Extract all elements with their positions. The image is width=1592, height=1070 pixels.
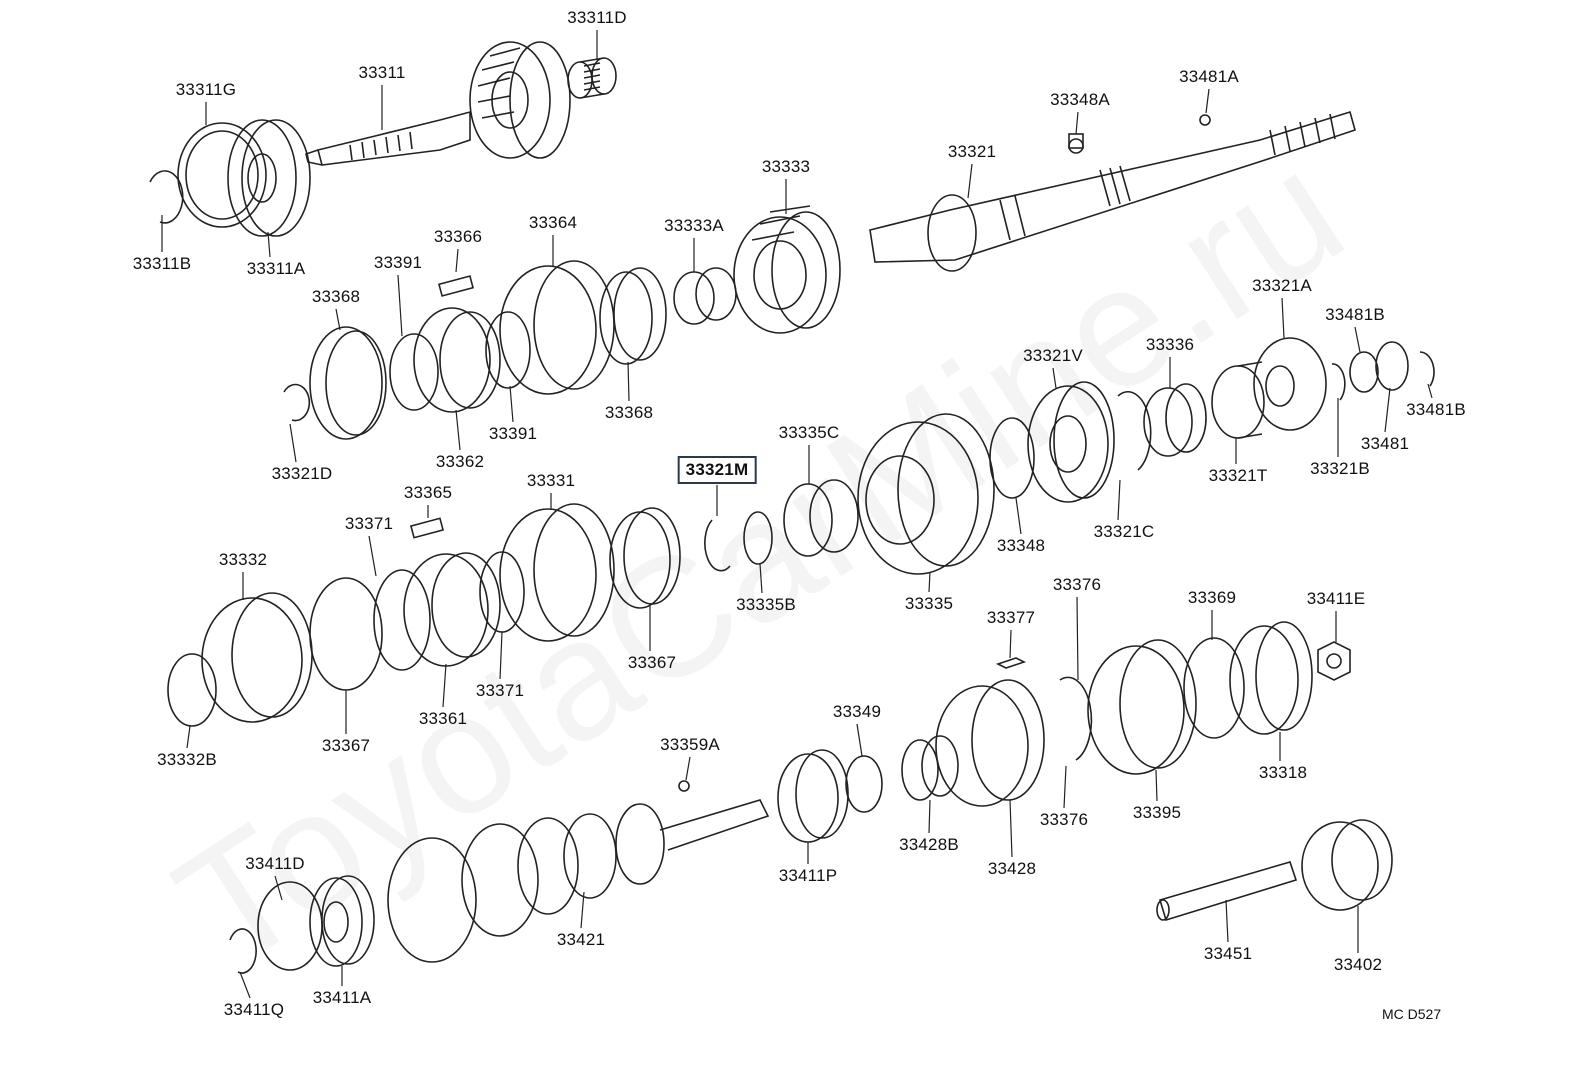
part-label-33402: 33402 bbox=[1333, 955, 1383, 974]
part-label-33391: 33391 bbox=[373, 253, 423, 272]
part-label-33369: 33369 bbox=[1187, 588, 1237, 607]
part-label-33451: 33451 bbox=[1203, 944, 1253, 963]
snap-ring-33311B bbox=[149, 170, 184, 224]
part-label-33348A: 33348A bbox=[1050, 90, 1110, 109]
part-label-33311D: 33311D bbox=[567, 8, 627, 27]
part-label-33377: 33377 bbox=[986, 608, 1036, 627]
diagram-code: MC D527 bbox=[1382, 1006, 1442, 1022]
part-label-33311A: 33311A bbox=[246, 259, 306, 278]
part-label-33366: 33366 bbox=[433, 227, 483, 246]
part-label-33368: 33368 bbox=[311, 287, 361, 306]
part-label-33362: 33362 bbox=[435, 452, 485, 471]
part-label-33321B: 33321B bbox=[1310, 459, 1370, 478]
part-label-33321T: 33321T bbox=[1208, 466, 1268, 485]
part-label-33318: 33318 bbox=[1258, 763, 1308, 782]
part-label-33371: 33371 bbox=[344, 514, 394, 533]
part-label-33333A: 33333A bbox=[664, 216, 724, 235]
synchro-row-2 bbox=[167, 413, 995, 727]
part-label-33368: 33368 bbox=[604, 403, 654, 422]
part-label-33331: 33331 bbox=[526, 471, 576, 490]
part-label-33321C: 33321C bbox=[1093, 522, 1155, 541]
part-label-33365: 33365 bbox=[403, 483, 453, 502]
part-label-33367: 33367 bbox=[627, 653, 677, 672]
part-label-33359A: 33359A bbox=[660, 735, 720, 754]
part-label-33395: 33395 bbox=[1132, 803, 1182, 822]
part-label-33349: 33349 bbox=[832, 702, 882, 721]
part-label-33411A: 33411A bbox=[312, 988, 372, 1007]
part-label-33321V: 33321V bbox=[1023, 346, 1083, 365]
part-label-33335B: 33335B bbox=[736, 595, 796, 614]
part-label-33376: 33376 bbox=[1052, 575, 1102, 594]
right-mid-cluster bbox=[989, 337, 1435, 503]
part-label-33481B: 33481B bbox=[1406, 400, 1466, 419]
part-label-33481B: 33481B bbox=[1325, 305, 1385, 324]
part-label-33391: 33391 bbox=[488, 424, 538, 443]
part-label-33481A: 33481A bbox=[1179, 67, 1239, 86]
part-label-33371: 33371 bbox=[475, 681, 525, 700]
part-label-33336: 33336 bbox=[1145, 335, 1195, 354]
part-label-33321D: 33321D bbox=[271, 464, 333, 483]
part-label-33376: 33376 bbox=[1039, 810, 1089, 829]
part-label-33428B: 33428B bbox=[899, 835, 959, 854]
part-label-33367: 33367 bbox=[321, 736, 371, 755]
leader-lines bbox=[161, 30, 1433, 999]
counter-shaft-group bbox=[229, 621, 1393, 974]
synchro-row-1 bbox=[283, 260, 667, 440]
part-label-33411P: 33411P bbox=[778, 866, 838, 885]
part-label-33411Q: 33411Q bbox=[223, 1000, 285, 1019]
part-label-33311B: 33311B bbox=[132, 254, 192, 273]
part-label-33332: 33332 bbox=[218, 550, 268, 569]
part-label-33364: 33364 bbox=[528, 213, 578, 232]
part-label-33311: 33311 bbox=[358, 63, 406, 82]
part-label-33411D: 33411D bbox=[245, 854, 305, 873]
part-label-33332B: 33332B bbox=[157, 750, 217, 769]
part-label-33321A: 33321A bbox=[1252, 276, 1312, 295]
part-label-33428: 33428 bbox=[987, 859, 1037, 878]
part-label-33321: 33321 bbox=[947, 142, 997, 161]
part-label-33411E: 33411E bbox=[1306, 589, 1366, 608]
input-shaft-group bbox=[149, 41, 617, 237]
part-label-33321M[interactable]: 33321M bbox=[677, 456, 757, 484]
part-label-33421: 33421 bbox=[556, 930, 606, 949]
part-label-33335C: 33335C bbox=[778, 423, 840, 442]
part-label-33333: 33333 bbox=[761, 157, 811, 176]
part-label-33481: 33481 bbox=[1360, 434, 1410, 453]
part-label-33311G: 33311G bbox=[175, 80, 237, 99]
output-shaft-group bbox=[673, 110, 1356, 334]
part-label-33361: 33361 bbox=[418, 709, 468, 728]
part-label-33348: 33348 bbox=[996, 536, 1046, 555]
part-label-33335: 33335 bbox=[904, 594, 954, 613]
